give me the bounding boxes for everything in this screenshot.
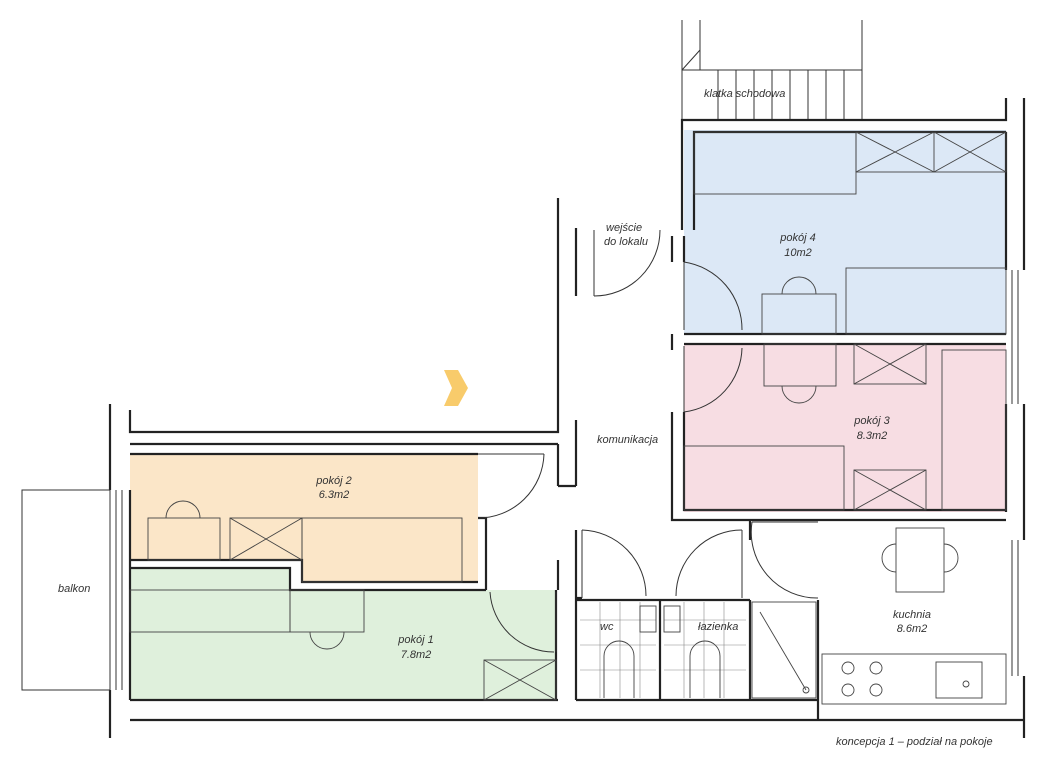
room-name-kuchnia: kuchnia bbox=[893, 609, 931, 621]
label-balcony: balkon bbox=[58, 583, 90, 595]
room-area-pokoj-4: 10m2 bbox=[784, 247, 812, 259]
label-stairwell: klatka schodowa bbox=[704, 88, 785, 100]
room-fill-pokoj-3 bbox=[684, 344, 1006, 512]
kitchen-fixtures bbox=[821, 527, 1007, 705]
room-area-pokoj-3: 8.3m2 bbox=[857, 430, 888, 442]
furniture-pokoj-1 bbox=[129, 589, 557, 701]
label-entrance-1: wejście bbox=[606, 222, 642, 234]
label-bathroom: łazienka bbox=[698, 621, 738, 633]
label-wc: wc bbox=[600, 621, 614, 633]
room-name-pokoj-4: pokój 4 bbox=[779, 232, 815, 244]
room-area-pokoj-2: 6.3m2 bbox=[319, 489, 350, 501]
room-name-pokoj-3: pokój 3 bbox=[853, 415, 890, 427]
balcony-slab bbox=[21, 489, 111, 691]
furniture-pokoj-2 bbox=[147, 500, 463, 583]
label-caption: koncepcja 1 – podział na pokoje bbox=[836, 736, 993, 748]
room-area-pokoj-1: 7.8m2 bbox=[401, 649, 432, 661]
stairwell bbox=[681, 20, 863, 120]
watermark-logo bbox=[444, 370, 468, 406]
label-entrance-2: do lokalu bbox=[604, 236, 648, 248]
room-fill-pokoj-4 bbox=[684, 130, 1006, 334]
doors bbox=[477, 229, 819, 653]
label-circulation: komunikacja bbox=[597, 434, 658, 446]
room-name-pokoj-1: pokój 1 bbox=[397, 634, 433, 646]
room-area-kuchnia: 8.6m2 bbox=[897, 623, 928, 635]
labels: klatka schodowa wejście do lokalu komuni… bbox=[58, 88, 993, 748]
furniture-pokoj-3 bbox=[683, 343, 1007, 511]
room-name-pokoj-2: pokój 2 bbox=[315, 475, 351, 487]
room-fill-pokoj-1 bbox=[130, 568, 556, 700]
furniture-pokoj-4 bbox=[693, 131, 1007, 335]
bathroom-fixtures bbox=[580, 601, 817, 699]
